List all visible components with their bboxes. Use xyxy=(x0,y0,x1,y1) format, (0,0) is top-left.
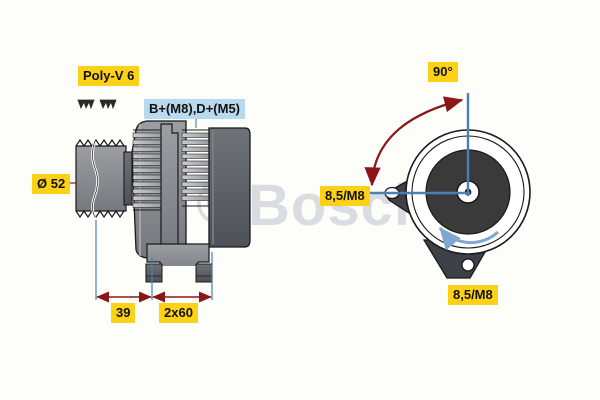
label-poly-v: Poly-V 6 xyxy=(78,66,140,86)
poly-v-pulley xyxy=(75,138,133,219)
bottom-lug-bolt-hole xyxy=(461,258,475,272)
stator-fin-stack-rear xyxy=(181,129,210,207)
poly-v-groove-pictogram xyxy=(77,99,117,110)
end-elevation-view xyxy=(360,93,531,279)
label-mount-bottom: 8,5/M8 xyxy=(448,285,498,305)
rotation-direction-arrow xyxy=(438,227,500,251)
label-pulley-diameter: Ø 52 xyxy=(32,174,71,194)
angle-90-arc-arrow xyxy=(364,96,464,187)
alternator-mid-body xyxy=(160,123,179,256)
stator-fin-stack-front xyxy=(132,129,162,211)
slip-ring-end-cover xyxy=(208,127,251,248)
label-angle-90: 90° xyxy=(428,62,458,82)
label-mount-left: 8,5/M8 xyxy=(320,186,370,206)
dimension-extension-lines xyxy=(95,220,213,300)
mounting-feet xyxy=(145,263,213,283)
label-dimension-39: 39 xyxy=(111,303,136,323)
label-dimension-2x60: 2x60 xyxy=(159,303,198,323)
side-elevation-view xyxy=(70,99,251,303)
label-terminals: B+(M8),D+(M5) xyxy=(144,99,246,119)
